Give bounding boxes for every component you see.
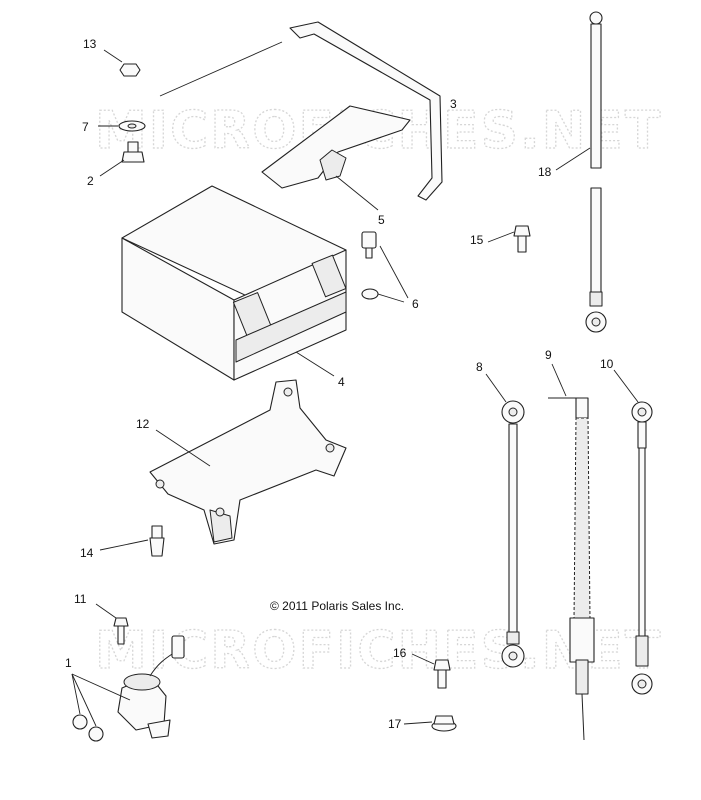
- callout-17: 17: [388, 717, 402, 731]
- part-4-battery: [121, 185, 347, 381]
- callout-18: 18: [538, 165, 552, 179]
- callout-8: 8: [476, 360, 483, 374]
- callout-7: 7: [82, 120, 89, 134]
- part-5-retainer-plate: [261, 105, 411, 211]
- part-13-nut: [103, 49, 141, 77]
- part-9-cable-loom: [548, 363, 595, 741]
- part-11-bolt: [95, 603, 129, 645]
- callout-10: 10: [600, 357, 614, 371]
- callout-16: 16: [393, 646, 407, 660]
- callout-14: 14: [80, 546, 94, 560]
- callout-13: 13: [83, 37, 97, 51]
- part-18-cable: [555, 11, 607, 333]
- part-6-terminal-hardware: [361, 231, 409, 303]
- part-3-hold-down-strap: [159, 21, 443, 201]
- part-2-bolt: [99, 141, 145, 177]
- part-8-cable: [485, 373, 525, 668]
- callout-5: 5: [378, 213, 385, 227]
- part-16-bolt: [411, 653, 451, 689]
- callout-11: 11: [74, 592, 87, 606]
- part-1-solenoid: [71, 635, 185, 742]
- callout-9: 9: [545, 348, 552, 362]
- part-12-battery-tray: [149, 379, 347, 545]
- part-15-bolt: [487, 225, 531, 253]
- copyright-notice: © 2011 Polaris Sales Inc.: [270, 599, 404, 613]
- part-10-cable: [613, 369, 653, 695]
- part-7-washer: [98, 120, 146, 132]
- callout-1: 1: [65, 656, 72, 670]
- part-14-push-rivet: [99, 525, 165, 557]
- callout-4: 4: [338, 375, 345, 389]
- callout-12: 12: [136, 417, 150, 431]
- callout-2: 2: [87, 174, 94, 188]
- part-17-flange-nut: [403, 715, 457, 732]
- callout-6: 6: [412, 297, 419, 311]
- watermark-bottom: MICROFICHES.NET: [95, 621, 662, 681]
- callout-15: 15: [470, 233, 484, 247]
- callout-3: 3: [450, 97, 457, 111]
